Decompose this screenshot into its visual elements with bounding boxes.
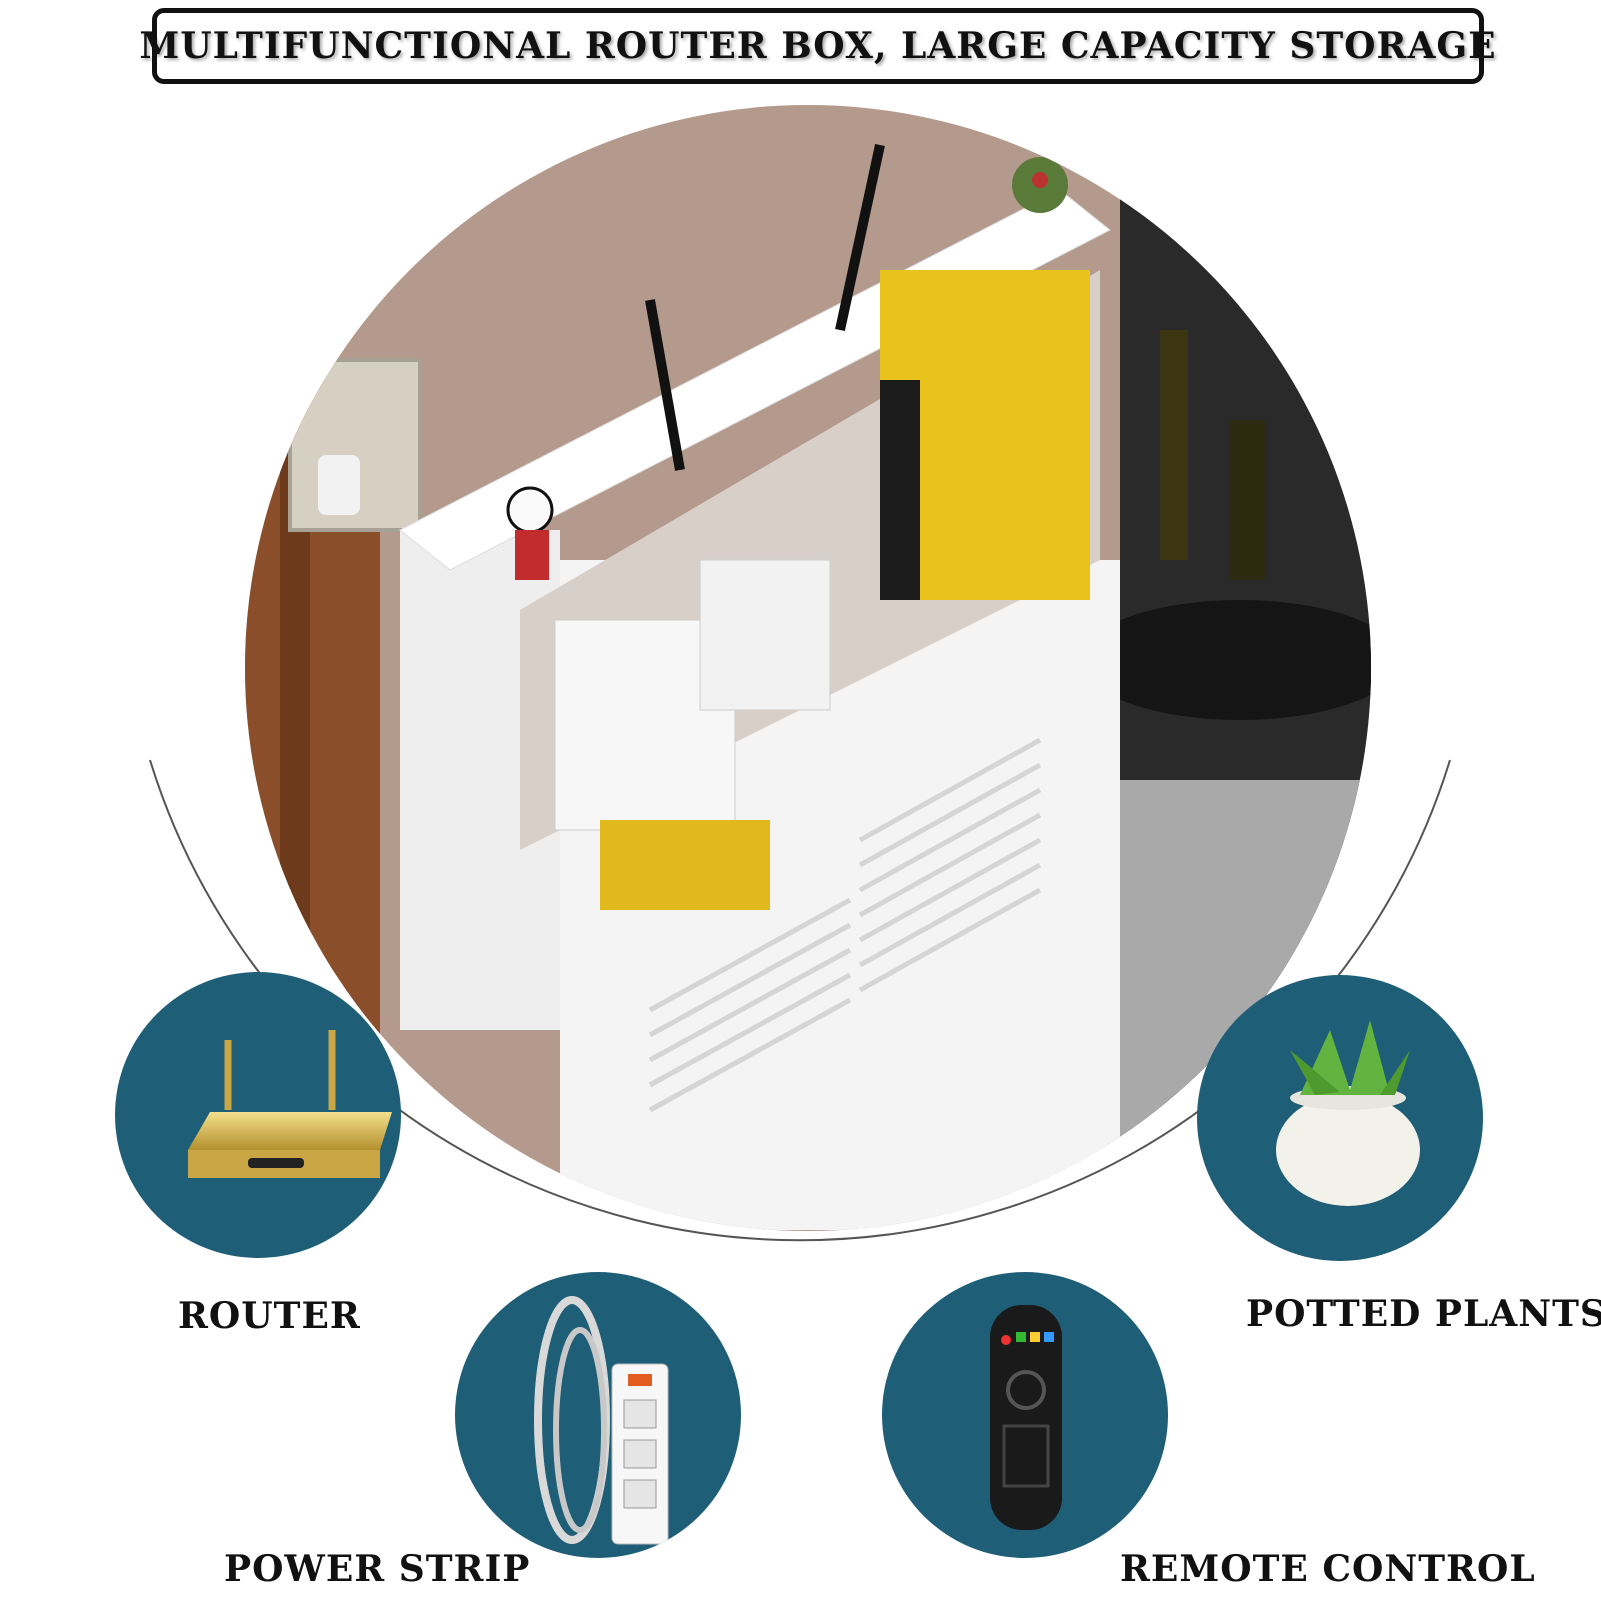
potted-plants-label: POTTED PLANTS xyxy=(1246,1293,1601,1335)
remote-control-icon xyxy=(990,1305,1062,1530)
potted-plant-icon xyxy=(1276,1020,1420,1206)
router-badge xyxy=(115,972,401,1258)
page-title: MULTIFUNCTIONAL ROUTER BOX, LARGE CAPACI… xyxy=(139,25,1497,67)
title-banner: MULTIFUNCTIONAL ROUTER BOX, LARGE CAPACI… xyxy=(139,8,1496,84)
router-icon xyxy=(188,1030,392,1178)
remote-control-badge xyxy=(882,1272,1168,1558)
remote-control-label: REMOTE CONTROL xyxy=(1120,1548,1536,1590)
power-strip-label: POWER STRIP xyxy=(224,1548,531,1590)
power-strip-badge xyxy=(455,1272,741,1558)
potted-plants-badge xyxy=(1197,975,1483,1261)
power-strip-icon xyxy=(534,1296,669,1545)
router-label: ROUTER xyxy=(178,1295,361,1337)
